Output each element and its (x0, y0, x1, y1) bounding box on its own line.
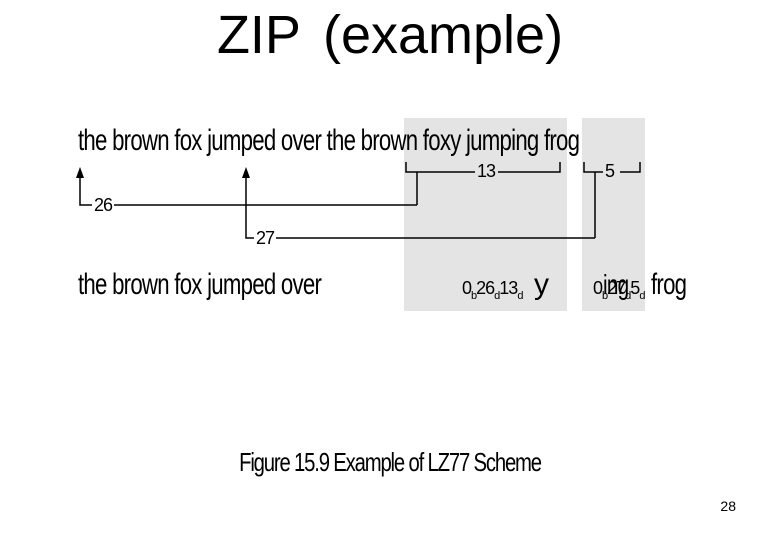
label-13: 13 (477, 161, 496, 181)
bracket-5 (583, 162, 603, 173)
arrow-26-head (76, 167, 84, 178)
compressed-prefix: the brown fox jumped over (78, 268, 322, 301)
label-26: 26 (94, 195, 113, 215)
title-example: (example) (322, 5, 564, 65)
token-2-overlap-text: ing (603, 269, 629, 300)
arrow-27-line (245, 178, 254, 239)
arrow-27-head (242, 167, 250, 178)
slide-title: ZIP (example) (0, 0, 780, 70)
match-region-5 (582, 118, 645, 311)
token-1: 0b26d13d (462, 278, 523, 302)
token-2: 0b27d5d (593, 278, 645, 302)
figure-caption: Figure 15.9 Example of LZ77 Scheme (239, 447, 542, 477)
bracket-13-right (498, 162, 561, 173)
bracket-5-right (620, 162, 641, 173)
label-5: 5 (605, 161, 615, 181)
label-27: 27 (256, 228, 275, 248)
compressed-y: y (534, 268, 549, 301)
page-number: 28 (720, 498, 736, 514)
title-zip: ZIP (216, 5, 300, 65)
match-region-13 (404, 118, 567, 311)
bracket-13 (405, 162, 475, 173)
compressed-suffix: frog (651, 268, 687, 301)
arrow-26-line (79, 178, 92, 206)
original-text-line: the brown fox jumped over the brown foxy… (78, 124, 580, 157)
